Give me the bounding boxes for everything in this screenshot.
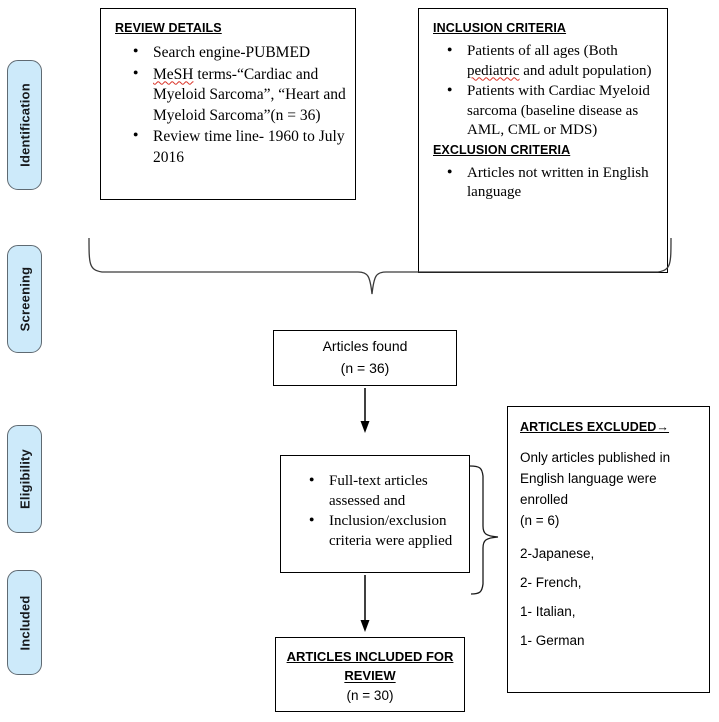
- list-item: Review time line- 1960 to July 2016: [133, 126, 355, 168]
- excluded-language-item: 2- French,: [520, 574, 582, 590]
- articles-found-title: Articles found: [322, 338, 408, 355]
- exclusion-criteria-bullet-list: Articles not written in English language: [419, 163, 667, 203]
- articles-excluded-body: Only articles published in English langu…: [520, 450, 671, 507]
- list-item-text-post: and adult population): [519, 62, 652, 79]
- list-item: MeSH terms-“Cardiac and Myeloid Sarcoma”…: [133, 64, 355, 127]
- arrow-fulltext-to-included: [360, 575, 370, 632]
- list-item: Articles not written in English language: [447, 163, 667, 203]
- stage-label-screening: Screening: [17, 266, 32, 332]
- articles-found-count: (n = 36): [340, 360, 390, 376]
- review-details-bullet-list: Search engine-PUBMED MeSH terms-“Cardiac…: [101, 42, 355, 169]
- stage-pill-eligibility: Eligibility: [7, 425, 42, 533]
- excluded-language-item: 1- German: [520, 632, 585, 648]
- list-item: Patients with Cardiac Myeloid sarcoma (b…: [447, 81, 667, 141]
- spellcheck-token: pediatric: [467, 62, 520, 79]
- stage-label-identification: Identification: [17, 83, 32, 167]
- list-item: Patients of all ages (Both pediatric and…: [447, 41, 667, 81]
- list-item-text-pre: Patients of all ages (Both: [467, 43, 618, 59]
- excluded-language-item: 2-Japanese,: [520, 545, 595, 561]
- arrow-found-to-fulltext: [360, 388, 370, 433]
- list-item: Inclusion/exclusion criteria were applie…: [309, 511, 469, 551]
- articles-excluded-box: ARTICLES EXCLUDED→ Only articles publish…: [507, 406, 710, 693]
- list-item-text: terms-“Cardiac and Myeloid Sarcoma”, “He…: [153, 65, 346, 124]
- stage-label-included: Included: [17, 594, 32, 651]
- review-details-box: REVIEW DETAILS Search engine-PUBMED MeSH…: [100, 8, 356, 200]
- stage-pill-included: Included: [7, 570, 42, 675]
- exclusion-criteria-header: EXCLUSION CRITERIA: [433, 142, 571, 157]
- list-item: Full-text articles assessed and: [309, 471, 469, 511]
- stage-pill-screening: Screening: [7, 245, 42, 353]
- list-item: Search engine-PUBMED: [133, 42, 355, 64]
- exclusion-brace-connector: [469, 465, 499, 595]
- articles-included-box: ARTICLES INCLUDED FOR REVIEW (n = 30): [275, 637, 465, 712]
- full-text-bullet-list: Full-text articles assessed and Inclusio…: [281, 471, 469, 551]
- inclusion-criteria-bullet-list: Patients of all ages (Both pediatric and…: [419, 41, 667, 141]
- articles-excluded-header: ARTICLES EXCLUDED→: [520, 420, 670, 434]
- criteria-box: INCLUSION CRITERIA Patients of all ages …: [418, 8, 668, 273]
- articles-included-count: (n = 30): [346, 687, 394, 703]
- stage-pill-identification: Identification: [7, 60, 42, 190]
- articles-included-title-line1: ARTICLES INCLUDED FOR: [286, 648, 454, 664]
- full-text-assessed-box: Full-text articles assessed and Inclusio…: [280, 455, 470, 573]
- articles-excluded-count: (n = 6): [520, 512, 560, 528]
- review-details-header: REVIEW DETAILS: [115, 21, 222, 35]
- inclusion-criteria-header: INCLUSION CRITERIA: [433, 21, 567, 35]
- articles-found-box: Articles found (n = 36): [273, 330, 457, 386]
- excluded-language-item: 1- Italian,: [520, 603, 576, 619]
- stage-label-eligibility: Eligibility: [17, 449, 32, 509]
- articles-included-title-line2: REVIEW: [344, 668, 396, 683]
- spellcheck-token: MeSH: [153, 65, 194, 83]
